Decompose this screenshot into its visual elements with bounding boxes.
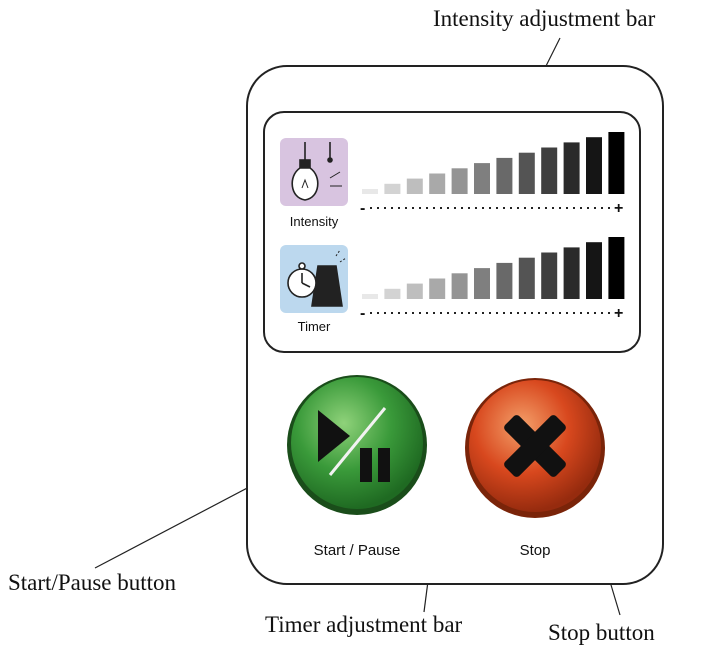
intensity-bar-callout: Intensity adjustment bar	[433, 6, 656, 31]
timer-bar-level-1[interactable]	[362, 294, 378, 299]
intensity-bar-level-5[interactable]	[451, 168, 468, 194]
timer-bar-level-11[interactable]	[586, 242, 602, 299]
x-icon	[504, 415, 566, 477]
play-pause-icon	[318, 407, 390, 482]
intensity-bar-level-4[interactable]	[429, 173, 446, 195]
timer-bar-level-6[interactable]	[474, 268, 490, 299]
timer-bar-max-symbol: +	[614, 305, 623, 322]
intensity-bar-level-9[interactable]	[541, 147, 558, 195]
timer-bar-level-5[interactable]	[451, 273, 468, 299]
intensity-bar-level-11[interactable]	[586, 137, 602, 194]
timer-bar-level-9[interactable]	[541, 252, 558, 300]
stop-button-callout: Stop button	[548, 620, 655, 645]
intensity-control[interactable]: Intensity	[280, 138, 348, 229]
timer-label: Timer	[298, 319, 331, 334]
timer-bar-level-2[interactable]	[384, 288, 401, 299]
intensity-bar-level-8[interactable]	[518, 152, 535, 194]
clock-icon	[287, 249, 347, 307]
intensity-bar-level-10[interactable]	[563, 142, 580, 194]
timer-bar-level-7[interactable]	[496, 262, 513, 299]
timer-bar-level-4[interactable]	[429, 278, 446, 300]
timer-adjustment-bar[interactable]: -+	[360, 237, 625, 322]
intensity-bar-level-2[interactable]	[384, 183, 401, 194]
intensity-bar-level-1[interactable]	[362, 189, 378, 194]
timer-bar-level-3[interactable]	[406, 283, 423, 299]
intensity-bar-level-7[interactable]	[496, 157, 513, 194]
timer-bar-callout: Timer adjustment bar	[265, 612, 463, 637]
intensity-bar-min-symbol: -	[360, 200, 365, 217]
lightbulb-icon	[291, 142, 342, 201]
intensity-adjustment-bar[interactable]: -+	[360, 132, 625, 217]
timer-control[interactable]: Timer	[280, 245, 348, 334]
intensity-bar-max-symbol: +	[614, 200, 623, 217]
timer-bar-level-8[interactable]	[518, 257, 535, 299]
timer-bar-level-12[interactable]	[608, 237, 625, 299]
start-pause-button-callout: Start/Pause button	[8, 570, 177, 595]
stop-button[interactable]: Stop	[465, 378, 605, 559]
start-pause-button[interactable]: Start / Pause	[287, 375, 427, 559]
intensity-bar-level-6[interactable]	[474, 163, 490, 194]
start-pause-button-label: Start / Pause	[314, 542, 401, 559]
intensity-bar-level-12[interactable]	[608, 132, 625, 194]
timer-bar-min-symbol: -	[360, 305, 365, 322]
timer-bar-level-10[interactable]	[563, 247, 580, 299]
stop-button-label: Stop	[520, 542, 551, 559]
intensity-label: Intensity	[290, 214, 339, 229]
intensity-bar-level-3[interactable]	[406, 178, 423, 194]
